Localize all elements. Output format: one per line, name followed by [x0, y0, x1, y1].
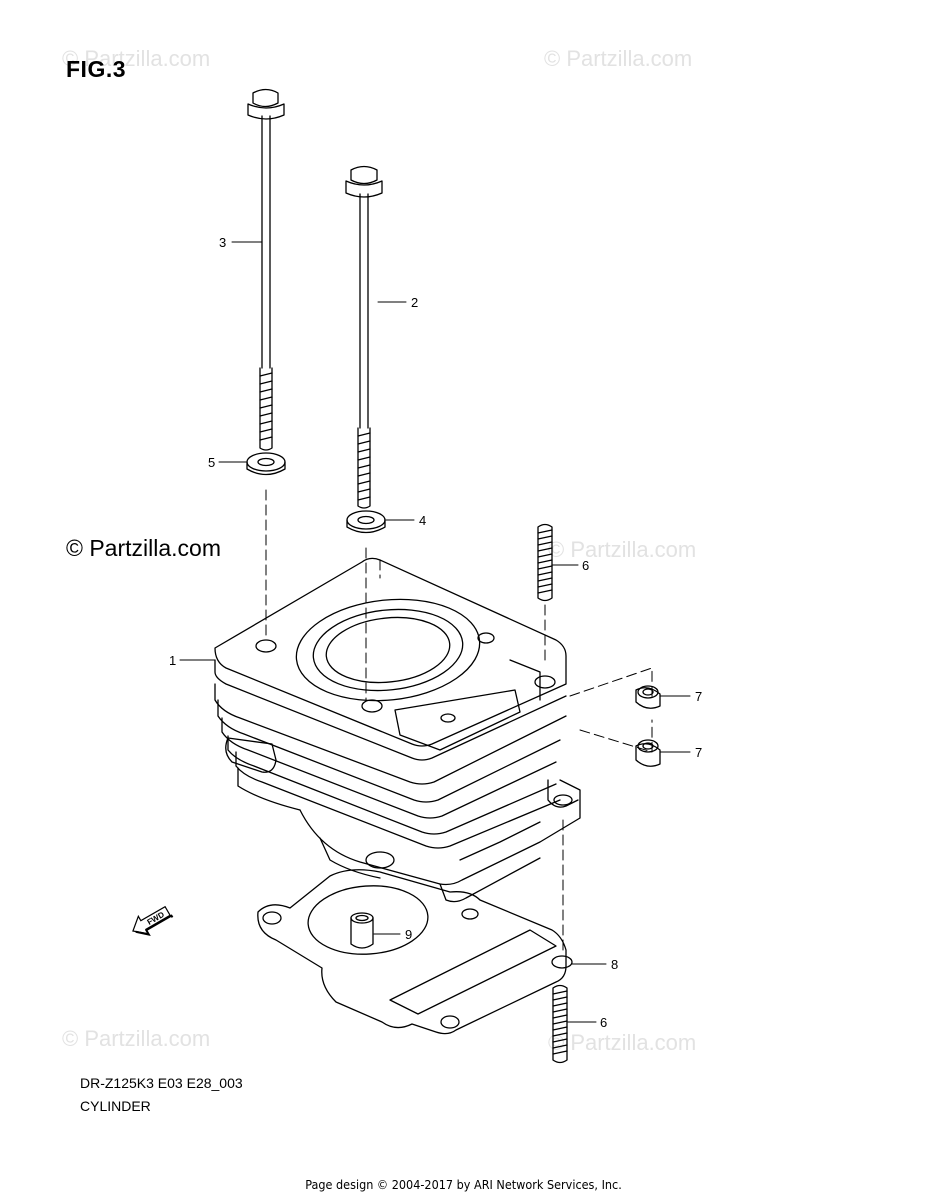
nut-7-lower — [635, 739, 661, 767]
callout-6-upper: 6 — [582, 558, 590, 573]
nut-7-upper — [635, 685, 661, 709]
callout-2: 2 — [411, 295, 419, 310]
callout-3: 3 — [219, 235, 227, 250]
watermark: © Partzilla.com — [62, 46, 211, 71]
watermark: © Partzilla.com — [62, 1026, 211, 1051]
callout-7-upper: 7 — [695, 689, 703, 704]
gasket-8 — [257, 869, 573, 1035]
callout-5: 5 — [208, 455, 216, 470]
bolt-2 — [345, 165, 383, 509]
dowel-9 — [350, 912, 374, 949]
callout-9: 9 — [405, 927, 413, 942]
watermark: © Partzilla.com — [548, 537, 697, 562]
model-code: DR-Z125K3 E03 E28_003 — [80, 1075, 243, 1091]
watermark: © Partzilla.com — [548, 1030, 697, 1055]
fwd-arrow-icon: FWD — [132, 905, 174, 936]
callout-4: 4 — [419, 513, 427, 528]
callout-8: 8 — [611, 957, 619, 972]
watermark: © Partzilla.com — [544, 46, 693, 71]
section-title: CYLINDER — [80, 1098, 151, 1114]
footer-credit: Page design © 2004-2017 by ARI Network S… — [305, 1177, 622, 1192]
washer-4 — [346, 510, 386, 534]
bolt-3 — [247, 88, 285, 451]
cylinder-1 — [214, 557, 581, 903]
copyright-text: © Partzilla.com — [66, 535, 221, 561]
callout-7-lower: 7 — [695, 745, 703, 760]
stud-6-upper — [537, 523, 553, 602]
callout-1: 1 — [169, 653, 177, 668]
callout-6-lower: 6 — [600, 1015, 608, 1030]
figure-label: FIG.3 — [66, 56, 127, 82]
washer-5 — [246, 452, 286, 476]
stud-6-lower — [552, 984, 568, 1064]
